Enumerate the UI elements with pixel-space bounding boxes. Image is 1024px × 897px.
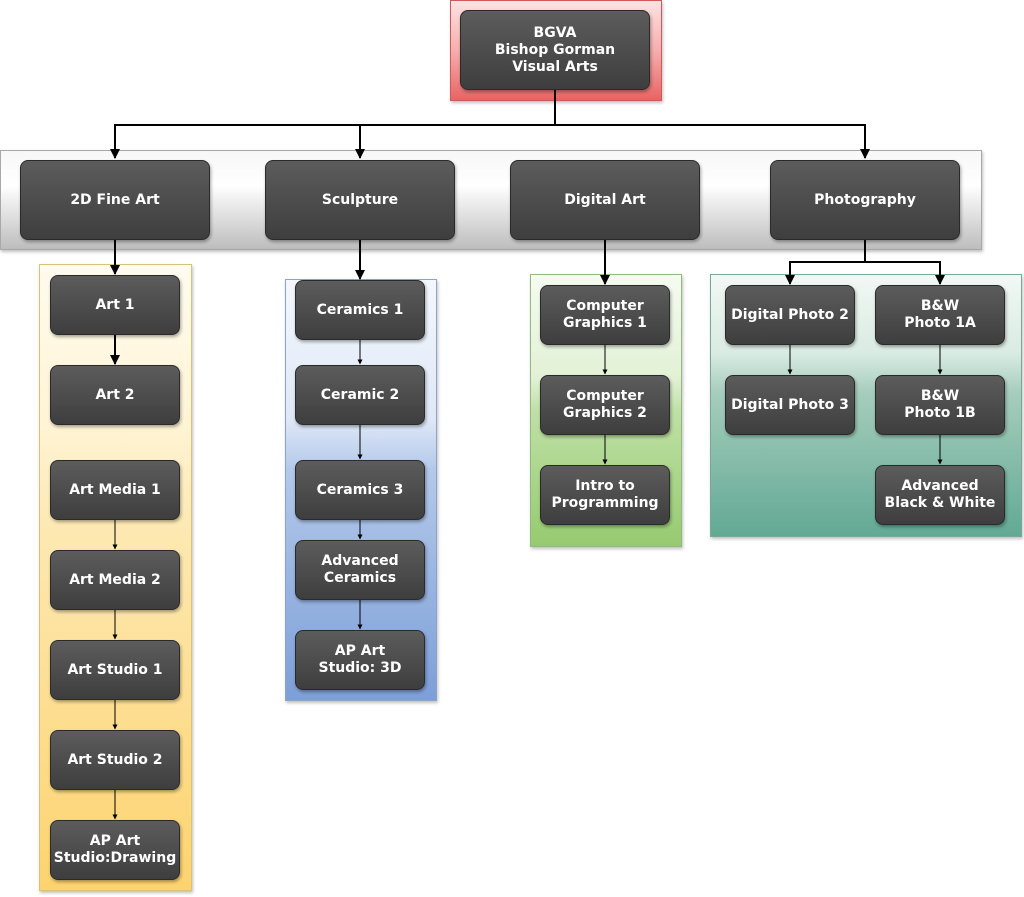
course-digital-photo-2[interactable]: Digital Photo 2: [725, 285, 855, 345]
category-sculpture[interactable]: Sculpture: [265, 160, 455, 240]
course-ceramics-1[interactable]: Ceramics 1: [295, 280, 425, 340]
course-bw-photo-1b[interactable]: B&W Photo 1B: [875, 375, 1005, 435]
course-intro-programming[interactable]: Intro to Programming: [540, 465, 670, 525]
course-art-studio-1[interactable]: Art Studio 1: [50, 640, 180, 700]
course-art-media-1[interactable]: Art Media 1: [50, 460, 180, 520]
course-art-media-2[interactable]: Art Media 2: [50, 550, 180, 610]
category-digital-art[interactable]: Digital Art: [510, 160, 700, 240]
course-art-1[interactable]: Art 1: [50, 275, 180, 335]
category-photography[interactable]: Photography: [770, 160, 960, 240]
course-ceramics-3[interactable]: Ceramics 3: [295, 460, 425, 520]
course-bw-photo-1a[interactable]: B&W Photo 1A: [875, 285, 1005, 345]
course-ap-art-3d[interactable]: AP Art Studio: 3D: [295, 630, 425, 690]
course-art-2[interactable]: Art 2: [50, 365, 180, 425]
course-art-studio-2[interactable]: Art Studio 2: [50, 730, 180, 790]
root-node[interactable]: BGVA Bishop Gorman Visual Arts: [460, 10, 650, 90]
course-advanced-ceramics[interactable]: Advanced Ceramics: [295, 540, 425, 600]
course-advanced-bw[interactable]: Advanced Black & White: [875, 465, 1005, 525]
course-computer-graphics-2[interactable]: Computer Graphics 2: [540, 375, 670, 435]
category-fine-art[interactable]: 2D Fine Art: [20, 160, 210, 240]
course-ap-art-drawing[interactable]: AP Art Studio:Drawing: [50, 820, 180, 880]
course-ceramic-2[interactable]: Ceramic 2: [295, 365, 425, 425]
course-digital-photo-3[interactable]: Digital Photo 3: [725, 375, 855, 435]
course-computer-graphics-1[interactable]: Computer Graphics 1: [540, 285, 670, 345]
